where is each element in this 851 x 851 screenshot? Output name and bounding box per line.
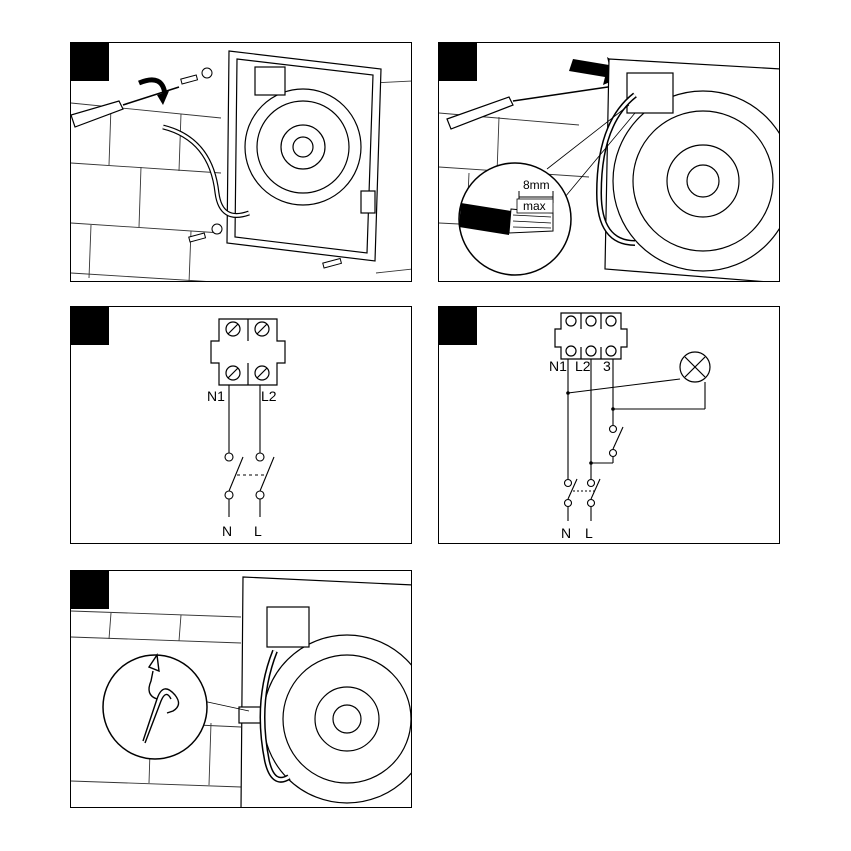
terminal-label-3: 3: [603, 358, 611, 374]
panel-step-5: [70, 570, 412, 808]
switch-icon: [565, 479, 601, 507]
switch-icon: [225, 453, 274, 499]
wires: [568, 359, 705, 521]
supply-label-n: N: [561, 525, 571, 541]
terminal-label-n1: N1: [549, 358, 567, 374]
terminal-label-l2: L2: [261, 388, 277, 404]
panel-step-4: N1 L2 3: [438, 306, 780, 544]
panel-step-3: N1 L2 N L: [70, 306, 412, 544]
step-1-illustration: [71, 43, 412, 282]
terminal-label-n1: N1: [207, 388, 225, 404]
strip-max-label: max: [523, 199, 546, 213]
terminal-block-icon: [555, 313, 627, 359]
supply-label-l: L: [254, 523, 262, 539]
terminal-block-icon: [211, 319, 285, 385]
supply-label-n: N: [222, 523, 232, 539]
switch-icon: [610, 426, 624, 457]
panel-step-2: 8mm max: [438, 42, 780, 282]
wires: [229, 385, 260, 517]
fan-housing: [227, 51, 381, 261]
lamp-icon: [680, 352, 710, 382]
step-2-illustration: 8mm max: [439, 43, 780, 282]
fan-housing: [605, 59, 780, 282]
strip-length-label: 8mm: [523, 178, 550, 192]
supply-label-l: L: [585, 525, 593, 541]
panel-step-1: [70, 42, 412, 282]
wiring-diagram-3wire: N1 L2 3: [439, 307, 780, 544]
wiring-diagram-2wire: N1 L2 N L: [71, 307, 412, 544]
step-5-illustration: [71, 571, 412, 808]
terminal-label-l2: L2: [575, 358, 591, 374]
